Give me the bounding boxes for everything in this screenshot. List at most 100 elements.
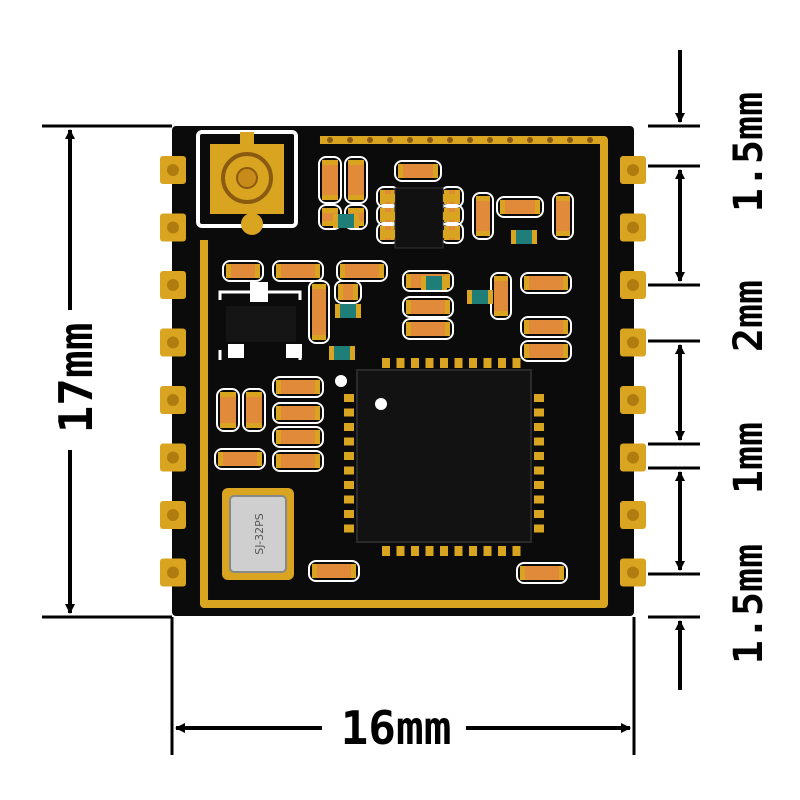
qfn-pad (344, 452, 354, 460)
qfn-pad (483, 546, 492, 556)
right-pin-pad (620, 386, 646, 414)
qfn-pad (534, 524, 544, 533)
right-pin-pad (620, 558, 646, 587)
smd-component (516, 562, 568, 584)
qfn-pad (469, 546, 477, 556)
smd-component (520, 340, 572, 362)
smd-component (402, 296, 454, 318)
pin-pitch-label: 2mm (726, 280, 772, 352)
left-pin-pad (160, 328, 186, 357)
smd-component (272, 450, 324, 472)
right-pin-pad (620, 328, 646, 357)
smd-component (214, 448, 266, 470)
qfn-pad (534, 510, 544, 518)
qfn-pad (454, 358, 463, 368)
smd-component (334, 280, 362, 304)
smd-component (520, 272, 572, 294)
left-pin-pad (160, 558, 186, 587)
smd-capacitor (511, 230, 537, 244)
right-pin-pads (620, 156, 646, 587)
smd-component (308, 280, 330, 344)
trace-via (407, 137, 413, 143)
pin-dimensions: 1.5mm 2mm 1mm 1.5mm (648, 50, 772, 690)
smd-capacitor (329, 346, 355, 360)
qfn-pad (344, 408, 354, 417)
trace-via (487, 137, 493, 143)
left-pin-pad (160, 386, 186, 414)
left-pin-pads (160, 156, 186, 587)
smd-component (496, 196, 544, 218)
ufl-antenna-connector (196, 130, 298, 235)
right-pin-pad (620, 443, 646, 472)
trace-via (507, 137, 513, 143)
trace-via (547, 137, 553, 143)
smd-component (402, 318, 454, 340)
voltage-regulator (218, 282, 302, 360)
pin-width-label: 1mm (726, 422, 772, 494)
qfn-pad (344, 524, 354, 533)
width-label: 16mm (341, 701, 452, 755)
smd-component (318, 156, 342, 204)
qfn-pad (512, 546, 521, 556)
smd-component (472, 192, 494, 240)
crystal-marking: SJ-32PS (253, 513, 266, 554)
left-pin-pad (160, 443, 186, 472)
qfn-pad (344, 495, 354, 504)
left-pin-pad (160, 213, 186, 242)
smd-component (490, 272, 512, 320)
smd-component (242, 388, 266, 432)
qfn-pad (469, 358, 477, 368)
pin-edge-top-label: 1.5mm (726, 92, 772, 212)
qfn-pad (411, 358, 419, 368)
trace-via (367, 137, 373, 143)
smd-component (222, 260, 264, 282)
smd-component (272, 426, 324, 448)
qfn-pad (396, 358, 405, 368)
qfn-pad (534, 408, 544, 417)
smd-component (308, 560, 360, 582)
trace-via (327, 137, 333, 143)
smd-component (272, 376, 324, 398)
qfn-pad (425, 358, 434, 368)
smd-component (336, 260, 388, 282)
smd-component (216, 388, 240, 432)
trace-via (567, 137, 573, 143)
qfn-pad (440, 546, 448, 556)
width-dimension: 16mm (175, 701, 631, 755)
qfn-pad (344, 394, 354, 402)
qfn-pad (440, 358, 448, 368)
qfn-pad (344, 481, 354, 489)
qfn-pad (344, 423, 354, 431)
qfn-pad (454, 546, 463, 556)
trace-via (347, 137, 353, 143)
smd-component (520, 316, 572, 338)
qfn-pad (498, 546, 506, 556)
trace-via (447, 137, 453, 143)
qfn-pad (425, 546, 434, 556)
smd-component (272, 260, 324, 282)
smd-component (272, 402, 324, 424)
qfn-pad (534, 495, 544, 504)
qfn-pad (498, 358, 506, 368)
main-qfn-chip (335, 358, 544, 556)
right-pin-pad (620, 501, 646, 529)
left-pin-pad (160, 501, 186, 529)
smd-component (552, 192, 574, 240)
height-label: 17mm (49, 323, 103, 434)
qfn-pad (534, 437, 544, 446)
smd-component (394, 160, 442, 182)
trace-via (387, 137, 393, 143)
dimension-annotations: 17mm 16mm (42, 50, 772, 755)
qfn-pad (344, 510, 354, 518)
pin-edge-bottom-label: 1.5mm (726, 544, 772, 664)
right-pin-pad (620, 156, 646, 184)
trace-via (527, 137, 533, 143)
right-pin-pad (620, 213, 646, 242)
qfn-pad (344, 437, 354, 446)
left-pin-pad (160, 271, 186, 299)
qfn-pad (534, 394, 544, 402)
small-ic (383, 187, 455, 249)
smd-component (344, 156, 368, 204)
smd-components (214, 137, 593, 584)
